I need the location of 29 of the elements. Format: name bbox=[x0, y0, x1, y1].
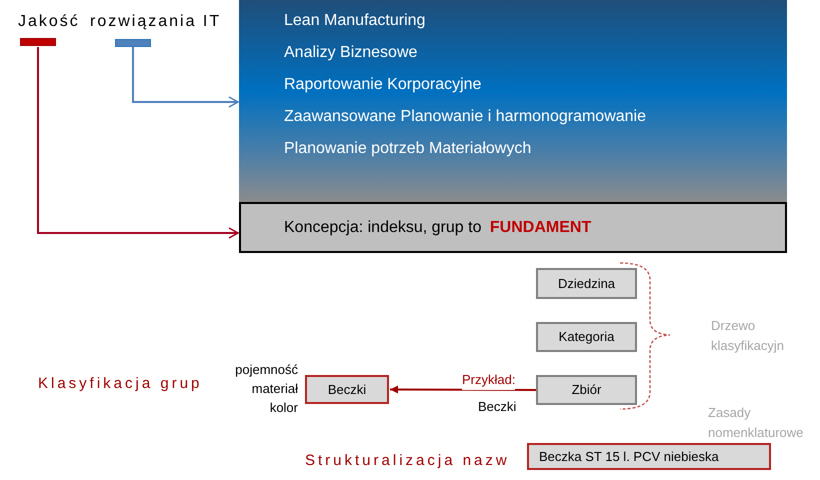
category-box bbox=[536, 375, 637, 405]
list-item: Lean Manufacturing bbox=[284, 11, 426, 31]
box-text: Kategoria bbox=[558, 328, 614, 346]
list-item: Zaawansowane Planowanie i harmonogramowanie bbox=[284, 107, 647, 127]
box-text: Zbiór bbox=[572, 381, 602, 400]
list-item: Raportowanie Korporacyjne bbox=[284, 75, 482, 95]
heading-text: rozwiązania IT bbox=[90, 12, 222, 32]
box-text: Koncepcja: indeksu, grup to FUNDAMENT bbox=[284, 218, 592, 238]
annotation-text: Zasady nomenklaturowe bbox=[708, 404, 804, 442]
heading-text: Jakość bbox=[18, 12, 80, 32]
arrow bbox=[390, 386, 536, 394]
box-text: Beczki bbox=[328, 380, 366, 399]
category-box bbox=[536, 268, 637, 299]
annotation-text: Klasyfikacja grup bbox=[38, 374, 202, 394]
annotation-text: Drzewo klasyfikacyjn bbox=[711, 317, 785, 355]
box-text: Beczka ST 15 l. PCV niebieska bbox=[539, 448, 719, 466]
attribute-list: pojemność materiał kolor bbox=[222, 360, 298, 417]
arrow bbox=[132, 47, 239, 108]
foundation-box bbox=[239, 202, 787, 253]
gradient-panel bbox=[239, 0, 787, 203]
box-text: Dziedzina bbox=[558, 274, 616, 293]
category-box bbox=[536, 322, 637, 352]
list-item: Planowanie potrzeb Materiałowych bbox=[284, 139, 532, 159]
category-box bbox=[305, 375, 389, 404]
list-item: Analizy Biznesowe bbox=[284, 43, 418, 63]
category-box bbox=[527, 443, 771, 470]
annotation-text: Beczki bbox=[478, 398, 516, 416]
annotation-text: Strukturalizacja nazw bbox=[305, 451, 510, 471]
arrow bbox=[37, 47, 239, 239]
